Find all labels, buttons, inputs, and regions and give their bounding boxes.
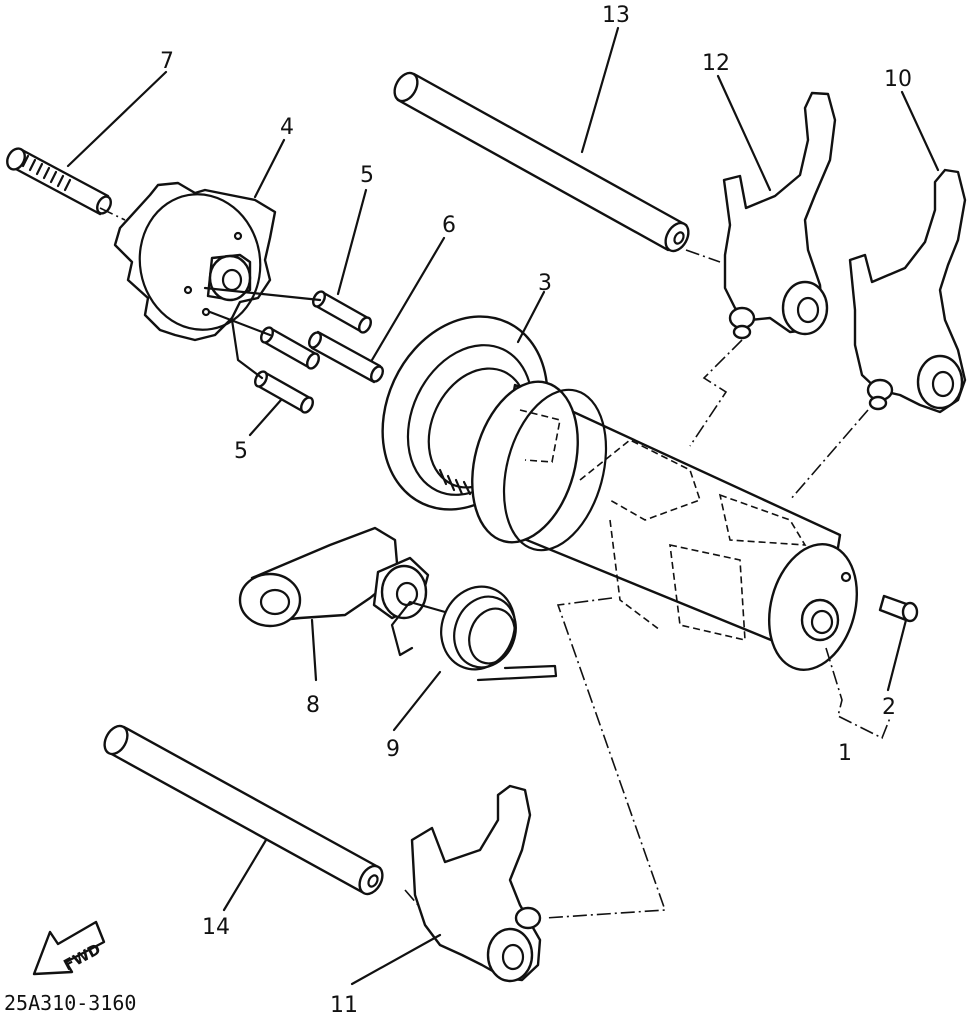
callout-4: 4 — [280, 115, 294, 140]
callout-12: 12 — [702, 51, 730, 76]
callout-11: 11 — [330, 993, 358, 1016]
callout-7: 7 — [160, 49, 174, 74]
callout-14: 14 — [202, 915, 230, 940]
callout-1: 1 — [838, 741, 852, 766]
diagram-code: 25A310-3160 — [4, 991, 136, 1015]
callout-10: 10 — [884, 67, 912, 92]
callout-labels: 1 2 3 4 5 5 6 7 8 9 10 11 12 13 14 — [160, 3, 912, 1018]
callout-5-lower: 5 — [234, 439, 248, 464]
stopper-lever — [238, 526, 430, 628]
shift-drum — [471, 380, 859, 671]
fwd-arrow: FWD — [32, 920, 106, 976]
shift-fork-12 — [722, 91, 837, 340]
bolt — [6, 147, 112, 216]
shift-fork-shaft-lower — [103, 724, 384, 896]
callout-6: 6 — [442, 213, 456, 238]
pins — [203, 286, 384, 414]
drum-pin — [878, 594, 919, 623]
shift-fork-10 — [848, 168, 967, 414]
callout-9: 9 — [386, 737, 400, 762]
callout-3: 3 — [538, 271, 552, 296]
shift-fork-shaft-upper — [393, 71, 690, 253]
shift-fork-11 — [410, 784, 542, 983]
assembly-lines — [99, 207, 891, 919]
callout-13: 13 — [602, 3, 630, 28]
segment-plate — [113, 181, 277, 342]
callout-2: 2 — [882, 695, 896, 720]
callout-5-upper: 5 — [360, 163, 374, 188]
torsion-spring — [390, 585, 558, 682]
callout-8: 8 — [306, 693, 320, 718]
leader-lines — [66, 26, 940, 986]
